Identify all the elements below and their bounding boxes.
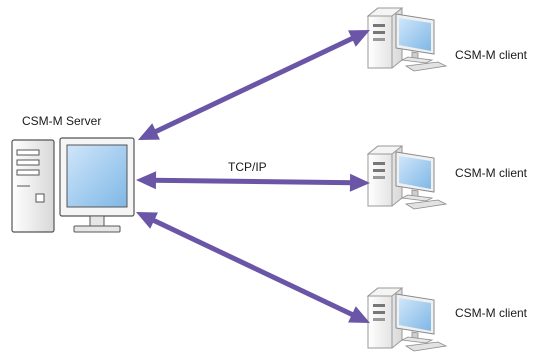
- connection-line: [149, 216, 357, 319]
- arrow-head: [349, 173, 370, 192]
- arrow-head: [348, 30, 370, 47]
- connection-line: [151, 34, 357, 136]
- client-label: CSM-M client: [455, 306, 528, 320]
- arrow-head: [136, 212, 158, 229]
- client-label: CSM-M client: [455, 48, 528, 62]
- arrow-head: [138, 123, 160, 140]
- arrow-head: [136, 171, 157, 190]
- client-computer-icon: [367, 145, 447, 210]
- arrow-head: [348, 306, 370, 323]
- server-computer-icon: [11, 137, 135, 233]
- client-computer-icon: [367, 287, 447, 352]
- client-label: CSM-M client: [455, 166, 528, 180]
- connection-arrows: [136, 30, 370, 323]
- server-label: CSM-M Server: [22, 114, 102, 128]
- protocol-label: TCP/IP: [228, 160, 267, 174]
- connection-line: [151, 177, 355, 186]
- client-computer-icon: [367, 7, 447, 72]
